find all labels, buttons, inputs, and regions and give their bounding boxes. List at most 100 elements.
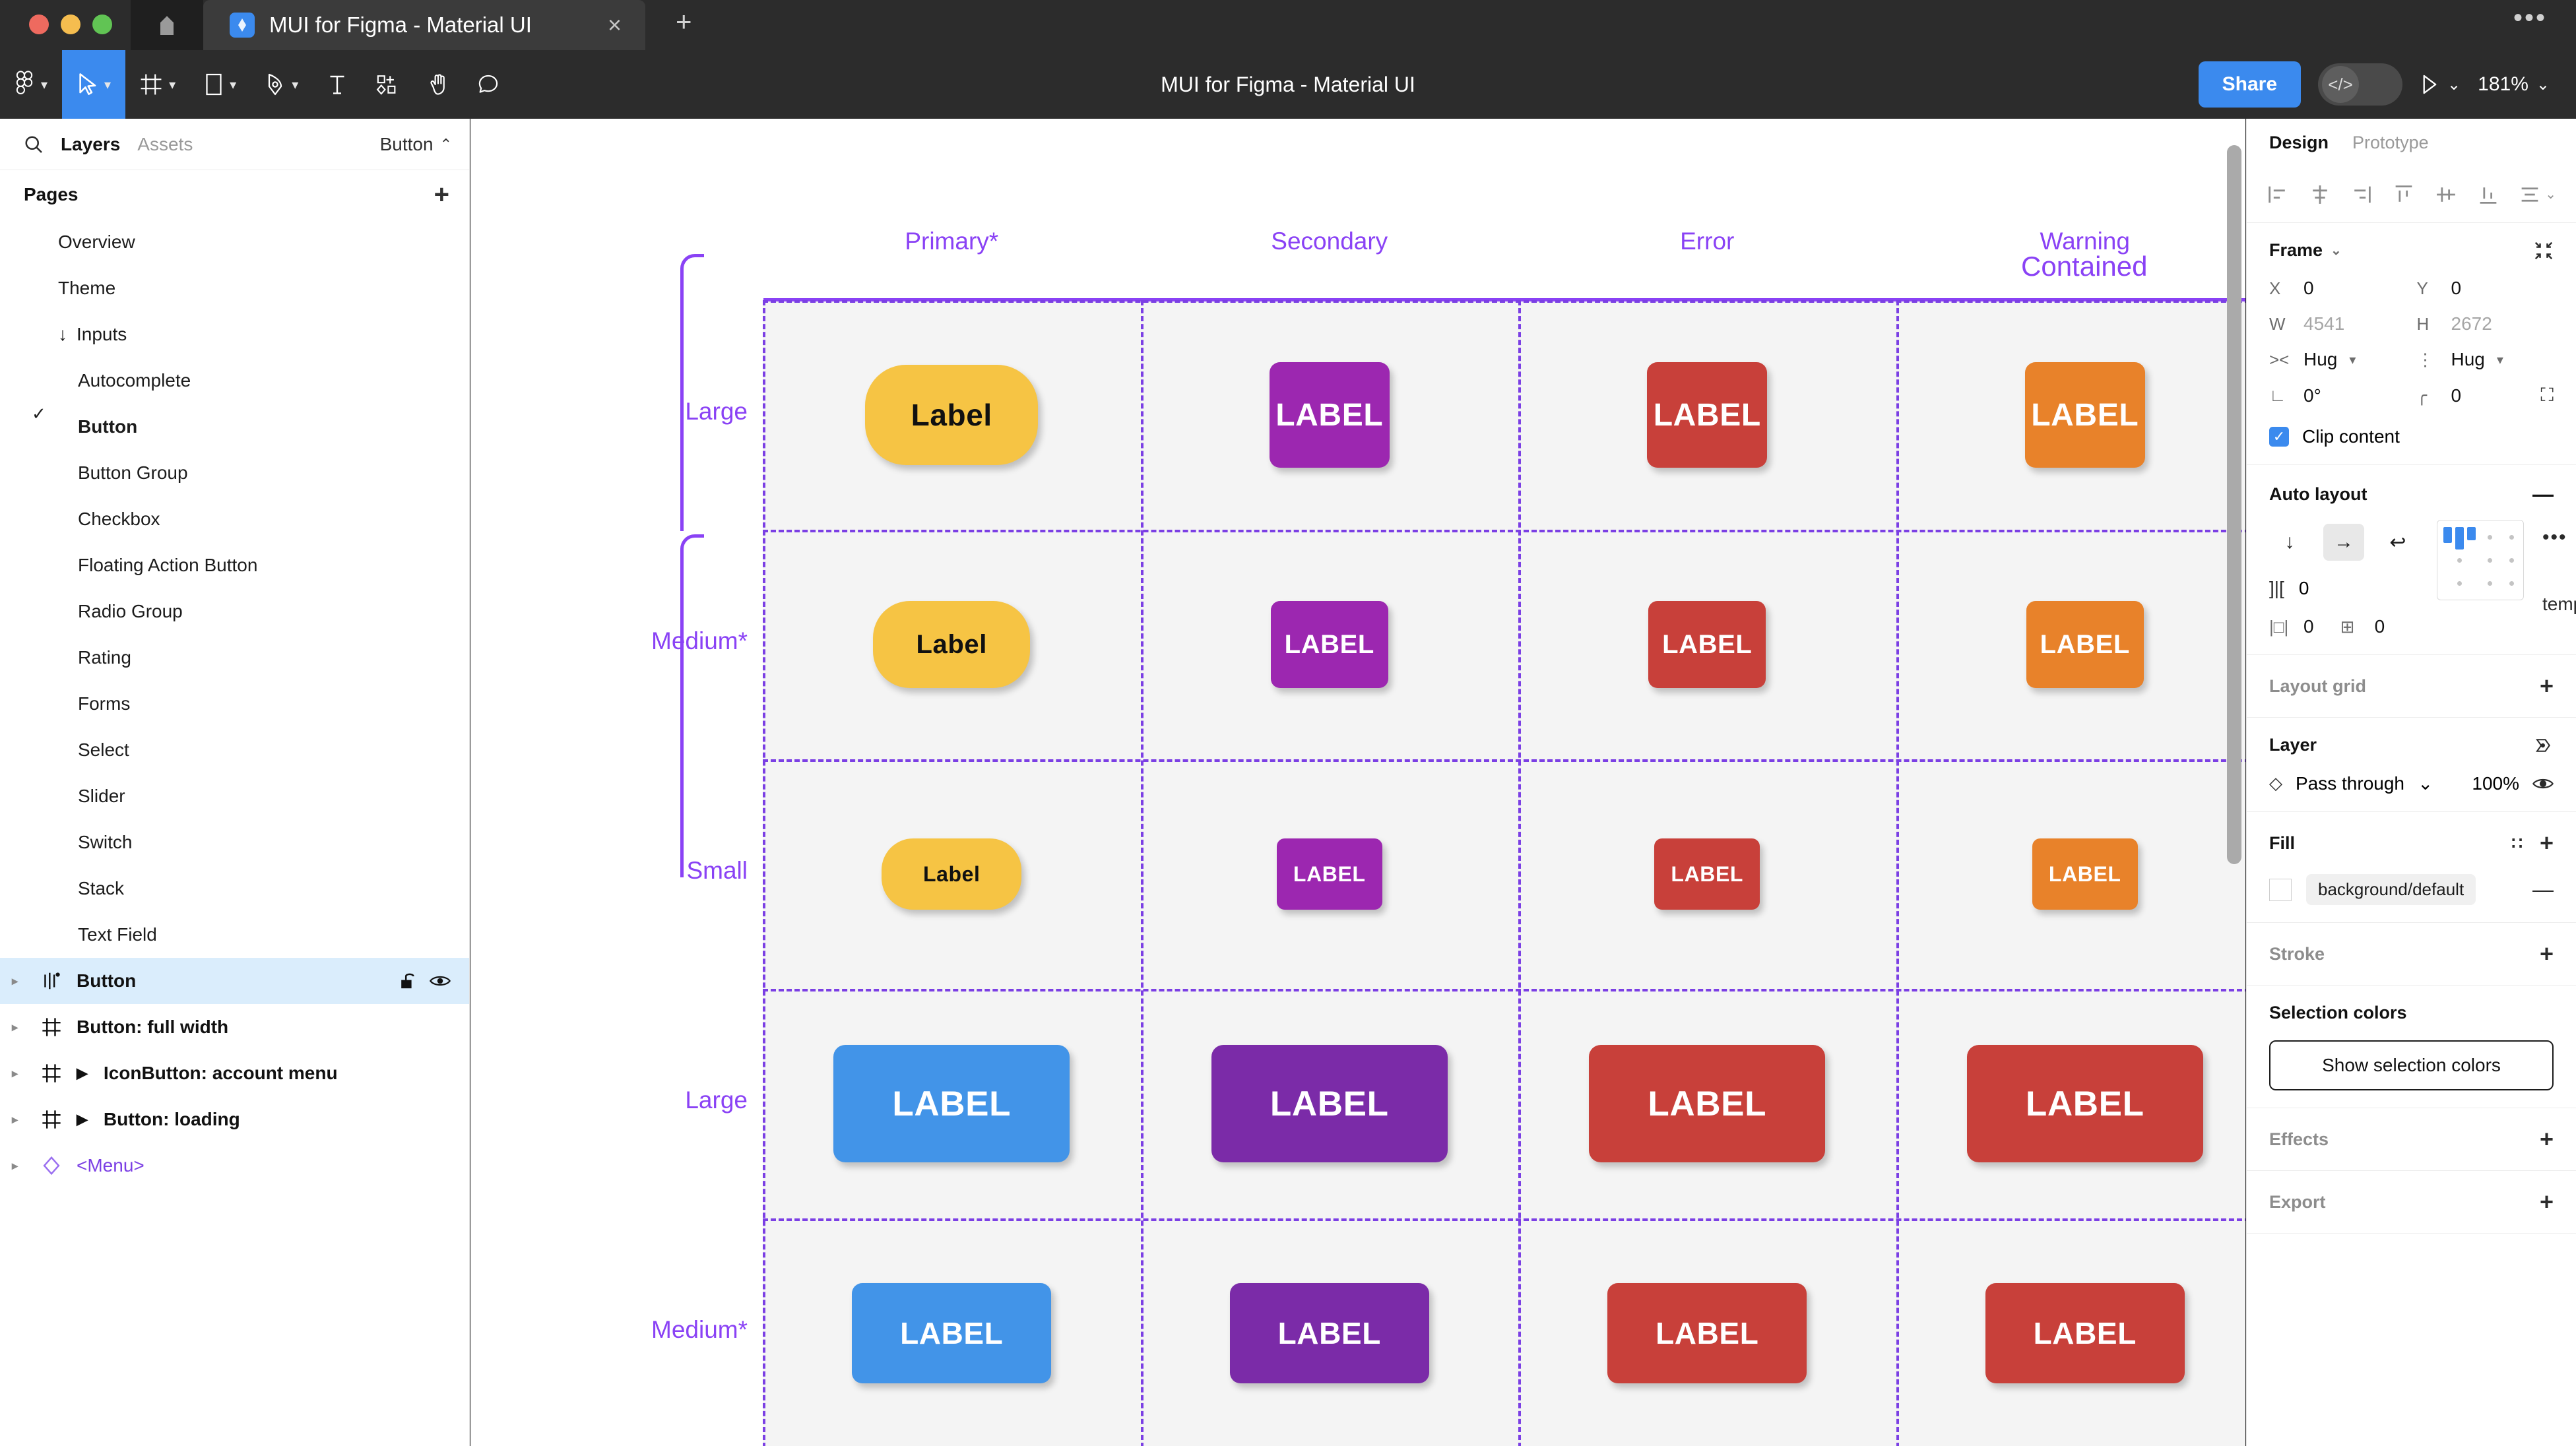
page-item-stack[interactable]: Stack <box>0 865 469 912</box>
page-item-theme[interactable]: Theme <box>0 265 469 311</box>
layer-expand-caret-icon[interactable]: ▸ <box>12 1066 18 1080</box>
independent-corners-icon[interactable]: ⛶ <box>2540 385 2554 405</box>
align-right-icon[interactable] <box>2350 183 2373 206</box>
alignment-picker[interactable] <box>2437 520 2524 600</box>
page-item-overview[interactable]: Overview <box>0 219 469 265</box>
resources-tool-button[interactable] <box>362 50 413 119</box>
vertical-padding-property[interactable]: ⊞ 0 <box>2340 616 2385 637</box>
text-tool-button[interactable] <box>313 50 362 119</box>
layer-expand-caret-icon[interactable]: ▸ <box>12 974 18 988</box>
rotation-property[interactable]: ∟ 0° <box>2269 385 2406 406</box>
remove-fill-button[interactable]: — <box>2532 877 2554 901</box>
align-left-icon[interactable] <box>2267 183 2289 206</box>
add-effect-button[interactable]: + <box>2539 1125 2554 1152</box>
layer-expand-caret-icon[interactable]: ▸ <box>12 1158 18 1172</box>
pen-tool-button[interactable]: ▾ <box>251 50 313 119</box>
eye-icon[interactable] <box>2532 776 2554 791</box>
window-menu-button[interactable]: ••• <box>2513 3 2547 32</box>
vertical-layout-button[interactable]: ↓ <box>2284 531 2295 553</box>
horizontal-padding-property[interactable]: |□| 0 <box>2269 616 2314 637</box>
share-button[interactable]: Share <box>2198 61 2302 108</box>
zoom-control[interactable]: 181% ⌄ <box>2478 73 2550 96</box>
x-property[interactable]: X 0 <box>2269 278 2406 299</box>
align-bottom-icon[interactable] <box>2477 183 2499 206</box>
page-item-button[interactable]: Button <box>0 404 469 450</box>
add-export-button[interactable]: + <box>2539 1188 2554 1215</box>
move-tool-button[interactable]: ▾ <box>62 50 126 119</box>
browser-tab[interactable]: MUI for Figma - Material UI × <box>203 0 645 50</box>
hand-tool-button[interactable] <box>413 50 463 119</box>
page-item-autocomplete[interactable]: Autocomplete <box>0 358 469 404</box>
tab-design[interactable]: Design <box>2269 132 2329 152</box>
canvas-button[interactable]: LABEL <box>1648 601 1766 688</box>
align-vertical-center-icon[interactable] <box>2435 183 2457 206</box>
eye-icon[interactable] <box>430 973 451 989</box>
add-stroke-button[interactable]: + <box>2539 940 2554 967</box>
page-item-floating-action-button[interactable]: Floating Action Button <box>0 542 469 588</box>
maximize-window-button[interactable] <box>92 15 112 34</box>
tab-prototype[interactable]: Prototype <box>2352 132 2429 152</box>
page-item-radio-group[interactable]: Radio Group <box>0 588 469 635</box>
align-horizontal-center-icon[interactable] <box>2309 183 2331 206</box>
layer-settings-button[interactable] <box>2534 737 2554 754</box>
layer-expand-caret-icon[interactable]: ▸ <box>12 1112 18 1126</box>
page-item-checkbox[interactable]: Checkbox <box>0 496 469 542</box>
page-item-button-group[interactable]: Button Group <box>0 450 469 496</box>
styles-icon[interactable]: ∷ <box>2511 833 2524 853</box>
show-selection-colors-button[interactable]: Show selection colors <box>2269 1040 2554 1090</box>
canvas-button[interactable]: LABEL <box>1654 838 1760 910</box>
layer-row[interactable]: ▸Button: full width <box>0 1004 469 1050</box>
collapse-icon[interactable] <box>2534 241 2554 261</box>
canvas-button[interactable]: LABEL <box>2024 362 2145 468</box>
horizontal-resizing-property[interactable]: >< Hug ▾ <box>2269 349 2406 370</box>
layer-inner-caret-icon[interactable]: ▶ <box>77 1065 88 1081</box>
unlock-icon[interactable] <box>399 972 416 990</box>
canvas-button[interactable]: LABEL <box>1229 1283 1429 1383</box>
distribute-menu[interactable]: ⌄ <box>2519 183 2556 206</box>
page-item-inputs[interactable]: ↓Inputs <box>0 311 469 358</box>
layer-row[interactable]: ▸Button <box>0 958 469 1004</box>
canvas-button[interactable]: Label <box>882 838 1022 910</box>
blend-mode-row[interactable]: ◇ Pass through ⌄ 100% <box>2269 772 2554 794</box>
gap-property[interactable]: ]|[ 0 <box>2269 578 2418 599</box>
tab-layers[interactable]: Layers <box>61 133 121 154</box>
wrap-layout-button[interactable]: ↩ <box>2389 531 2406 553</box>
canvas-button[interactable]: LABEL <box>1966 1045 2203 1162</box>
fill-token-label[interactable]: background/default <box>2306 874 2476 905</box>
page-item-forms[interactable]: Forms <box>0 681 469 727</box>
layer-expand-caret-icon[interactable]: ▸ <box>12 1020 18 1034</box>
canvas-button[interactable]: LABEL <box>1647 362 1768 468</box>
opacity-value[interactable]: 100% <box>2472 772 2519 794</box>
page-item-select[interactable]: Select <box>0 727 469 773</box>
comment-tool-button[interactable] <box>463 50 513 119</box>
search-icon[interactable] <box>24 135 44 154</box>
canvas-button[interactable]: LABEL <box>2032 838 2138 910</box>
present-button[interactable]: ⌄ <box>2420 74 2461 95</box>
layer-inner-caret-icon[interactable]: ▶ <box>77 1111 88 1127</box>
canvas-button[interactable]: LABEL <box>1589 1045 1826 1162</box>
add-fill-button[interactable]: + <box>2539 829 2554 856</box>
minimize-window-button[interactable] <box>61 15 80 34</box>
dev-mode-toggle[interactable]: </> <box>2318 63 2403 106</box>
canvas-button[interactable]: LABEL <box>1985 1283 2185 1383</box>
canvas-button[interactable]: LABEL <box>1276 838 1382 910</box>
canvas-button[interactable]: LABEL <box>1270 601 1388 688</box>
add-page-button[interactable]: + <box>434 180 449 209</box>
canvas-vertical-scrollbar[interactable] <box>2227 145 2241 864</box>
individual-padding-icon[interactable]: template; <box>2542 594 2576 614</box>
tab-assets[interactable]: Assets <box>137 133 193 154</box>
layer-row[interactable]: ▸▶IconButton: account menu <box>0 1050 469 1096</box>
frame-tool-button[interactable]: ▾ <box>125 50 190 119</box>
canvas-button[interactable]: LABEL <box>2026 601 2144 688</box>
y-property[interactable]: Y 0 <box>2417 278 2554 299</box>
clip-content-checkbox[interactable]: ✓ <box>2269 427 2289 447</box>
vertical-resizing-property[interactable]: ⋮ Hug ▾ <box>2417 349 2554 370</box>
fill-color-swatch[interactable] <box>2269 878 2292 901</box>
close-window-button[interactable] <box>29 15 49 34</box>
add-layout-grid-button[interactable]: + <box>2539 672 2554 699</box>
page-item-text-field[interactable]: Text Field <box>0 912 469 958</box>
page-item-slider[interactable]: Slider <box>0 773 469 819</box>
layer-row[interactable]: ▸▶Button: loading <box>0 1096 469 1143</box>
align-top-icon[interactable] <box>2393 183 2415 206</box>
